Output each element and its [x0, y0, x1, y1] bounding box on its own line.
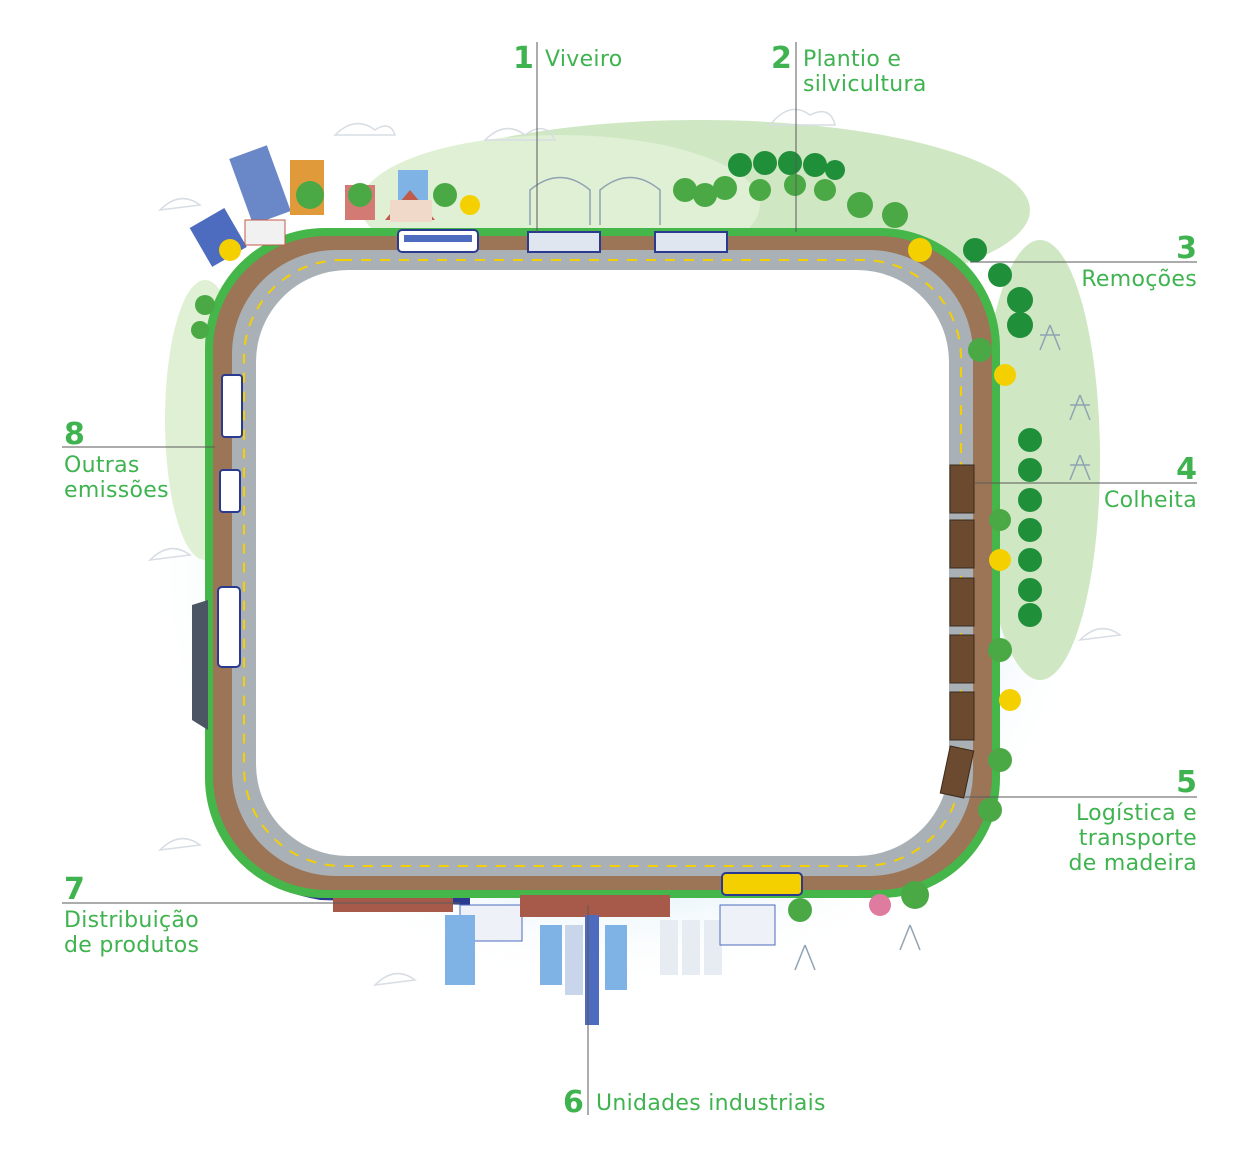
stage-label-7: 7 Distribuição de produtos — [64, 872, 200, 959]
stage-text-7-line-2: de produtos — [64, 933, 200, 958]
nursery-greenhouses — [529, 176, 661, 225]
stage-text-5-line-2: transporte — [1078, 826, 1197, 851]
transmission-towers — [794, 324, 1091, 971]
stage-label-6: 6 Unidades industriais — [563, 1085, 826, 1120]
stage-number-4: 4 — [1176, 452, 1197, 487]
bus-top — [397, 229, 479, 253]
stage-number-1: 1 — [513, 41, 534, 76]
stage-text-4: Colheita — [1103, 488, 1197, 513]
seedling-truck-2 — [654, 231, 728, 253]
inner-field — [256, 270, 949, 856]
stage-text-8-line-1: Outras — [64, 453, 140, 478]
stage-number-2: 2 — [771, 41, 792, 76]
stage-number-7: 7 — [64, 872, 85, 907]
stage-label-3: 3 Remoções — [1081, 231, 1197, 293]
stage-label-2: 2 Plantio e silvicultura — [771, 41, 926, 98]
stage-number-5: 5 — [1176, 765, 1197, 800]
stage-text-2-line-1: Plantio e — [803, 47, 902, 72]
stage-label-5: 5 Logística e transporte de madeira — [1068, 765, 1197, 877]
stage-text-8-line-2: emissões — [64, 478, 169, 503]
stage-label-4: 4 Colheita — [1103, 452, 1197, 514]
tree-clusters — [191, 174, 1042, 922]
stage-number-3: 3 — [1176, 231, 1197, 266]
stage-number-6: 6 — [563, 1085, 584, 1120]
stage-text-3: Remoções — [1081, 267, 1197, 292]
stage-text-5-line-3: de madeira — [1068, 851, 1197, 876]
stage-label-8: 8 Outras emissões — [64, 417, 169, 504]
bus-bottom — [721, 872, 803, 896]
stage-number-8: 8 — [64, 417, 85, 452]
stage-text-7-line-1: Distribuição — [64, 908, 199, 933]
stage-label-1: 1 Viveiro — [513, 41, 622, 76]
stage-text-2-line-2: silvicultura — [803, 72, 927, 97]
seedling-truck-1 — [527, 231, 601, 253]
bus-left — [217, 374, 243, 668]
leader-lines — [62, 42, 1197, 1115]
stage-text-5-line-1: Logística e — [1075, 801, 1197, 826]
clouds — [147, 108, 1122, 987]
cargo-ship — [192, 600, 208, 730]
industrial-units — [333, 895, 776, 1025]
stage-text-1: Viveiro — [545, 47, 623, 72]
log-trucks — [939, 464, 975, 799]
stage-text-6: Unidades industriais — [596, 1091, 826, 1116]
